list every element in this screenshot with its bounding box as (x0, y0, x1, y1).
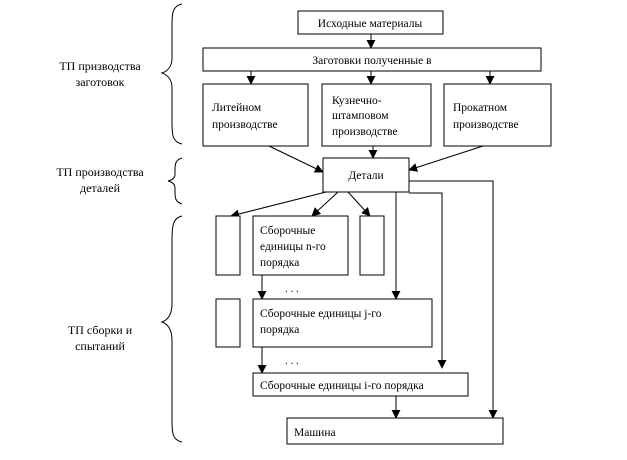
side-label-blanks: ТП призводства заготовок (59, 59, 141, 89)
arrow-parts-to-units-n (311, 191, 339, 217)
node-parts: Детали (322, 157, 410, 193)
side-label-assembly-line2: спытаний (75, 339, 125, 353)
node-source-materials: Исходные материалы (297, 10, 444, 35)
node-casting-line2: производстве (212, 119, 278, 131)
node-rolling: Прокатном производстве (443, 83, 552, 147)
ellipsis-1: . . . (285, 283, 299, 295)
brace-parts (167, 157, 183, 205)
side-label-parts-line1: ТП производства (56, 165, 144, 179)
side-label-parts-line2: деталей (80, 181, 121, 195)
node-units-n-line3: порядка (260, 257, 299, 269)
side-label-parts: ТП производства деталей (56, 165, 144, 195)
node-machine: Машина (286, 417, 504, 445)
side-label-assembly: ТП сборки и спытаний (68, 323, 133, 353)
side-label-assembly-line1: ТП сборки и (68, 323, 133, 337)
node-units-n: Сборочные единицы n-го порядка (252, 215, 349, 276)
arrow-casting-to-parts (268, 145, 324, 173)
node-blank-left-top (215, 215, 241, 276)
node-rolling-line2: производстве (453, 119, 519, 131)
node-units-j: Сборочные единицы j-го порядка (252, 298, 433, 348)
side-label-blanks-line2: заготовок (75, 75, 124, 89)
node-blanks-obtained-label: Заготовки полученные в (312, 55, 432, 67)
node-blanks-obtained: Заготовки полученные в (202, 47, 542, 72)
node-blank-left-middle (215, 298, 241, 348)
node-parts-label: Детали (348, 170, 383, 182)
node-units-i: Сборочные единицы i-го порядка (252, 372, 469, 397)
node-units-n-line1: Сборочные (260, 225, 315, 237)
node-forging-line2: штамповом (332, 110, 389, 122)
connectors (230, 34, 498, 419)
arrow-parts-to-left-box (230, 191, 327, 219)
node-machine-label: Машина (294, 427, 336, 439)
node-blank-right-top (359, 215, 385, 276)
ellipsis-2: . . . (285, 355, 299, 367)
node-forging-line1: Кузнечно- (332, 95, 382, 107)
node-units-n-line2: единицы n-го (260, 241, 326, 253)
arrow-rolling-to-parts (408, 145, 484, 172)
node-forging: Кузнечно- штамповом производстве (321, 83, 432, 147)
node-source-materials-label: Исходные материалы (318, 18, 423, 30)
node-casting-line1: Литейном (212, 102, 262, 114)
arrow-parts-to-machine (409, 180, 498, 419)
node-forging-line3: производстве (332, 126, 398, 138)
node-units-j-line2: порядка (260, 324, 299, 336)
node-rolling-line1: Прокатном (453, 102, 508, 114)
node-units-i-label: Сборочные единицы i-го порядка (260, 380, 424, 392)
arrow-parts-to-right-box (347, 191, 371, 217)
node-casting: Литейном производстве (202, 83, 309, 147)
brace-assembly (160, 215, 183, 443)
arrow-parts-to-units-i (409, 192, 447, 369)
side-label-blanks-line1: ТП призводства (59, 59, 141, 73)
brace-blanks (160, 3, 183, 145)
node-units-j-line1: Сборочные единицы j-го (260, 308, 382, 320)
